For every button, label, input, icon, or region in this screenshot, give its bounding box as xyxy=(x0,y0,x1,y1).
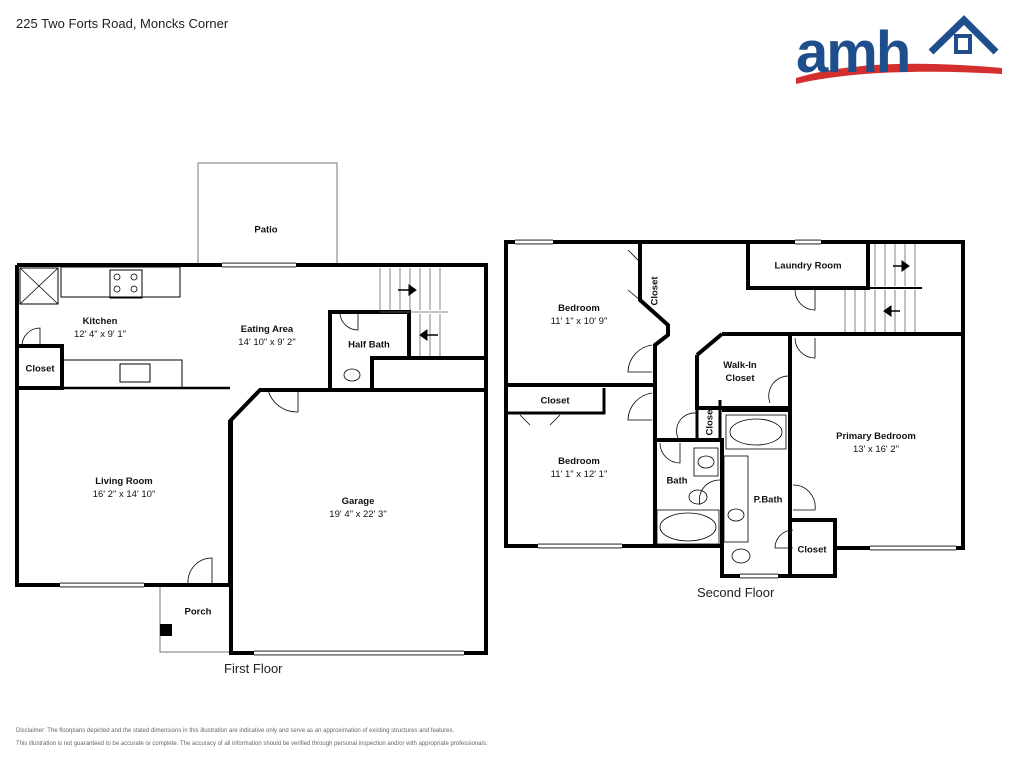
amh-logo: amh xyxy=(796,14,1008,84)
room-laundry: Laundry Room xyxy=(774,260,841,273)
room-patio: Patio xyxy=(254,224,277,237)
room-name: Garage xyxy=(341,496,375,507)
room-living-room: Living Room 16' 2" x 14' 10" xyxy=(93,475,156,501)
room-kitchen: Kitchen 12' 4" x 9' 1" xyxy=(74,315,126,341)
room-porch: Porch xyxy=(185,606,212,619)
room-bedroom-2: Bedroom 11' 1" x 12' 1" xyxy=(551,455,608,481)
room-dimensions: 16' 2" x 14' 10" xyxy=(92,489,156,500)
room-closet-1: Closet xyxy=(649,276,661,306)
first-floor-label: First Floor xyxy=(224,661,283,676)
room-p-bath: P.Bath xyxy=(754,494,783,507)
room-bedroom-1: Bedroom 11' 1" x 10' 9" xyxy=(551,302,608,328)
room-name: Half Bath xyxy=(348,339,390,351)
second-floor-label: Second Floor xyxy=(697,585,775,600)
room-name: Porch xyxy=(184,606,212,618)
room-dimensions: 13' x 16' 2" xyxy=(852,444,900,455)
first-floor-plan xyxy=(15,162,488,656)
room-closet: Closet xyxy=(25,363,54,376)
room-dimensions: 19' 4" x 22' 3" xyxy=(329,509,387,520)
room-half-bath: Half Bath xyxy=(348,339,390,352)
room-dimensions: 14' 10" x 9' 2" xyxy=(238,337,296,348)
room-name: Walk-In Closet xyxy=(723,360,757,384)
room-name: Laundry Room xyxy=(774,260,842,272)
room-name: Closet xyxy=(25,363,55,375)
room-dimensions: 11' 1" x 10' 9" xyxy=(550,316,608,327)
logo-text: amh xyxy=(796,20,911,85)
room-garage: Garage 19' 4" x 22' 3" xyxy=(329,495,386,521)
room-name: Closet xyxy=(540,395,570,407)
room-name: Bedroom xyxy=(558,456,600,467)
room-name: Patio xyxy=(254,224,278,236)
room-eating-area: Eating Area 14' 10" x 9' 2" xyxy=(238,323,295,349)
room-walk-in-closet: Walk-In Closet xyxy=(715,359,765,385)
disclaimer-line-2: This illustration is not guaranteed to b… xyxy=(16,741,488,747)
room-name: Closet xyxy=(797,544,827,556)
room-closet-2: Closet xyxy=(540,395,569,408)
room-name: Living Room xyxy=(95,476,153,487)
room-name: Bedroom xyxy=(558,303,600,314)
room-name: P.Bath xyxy=(753,494,783,506)
room-closet-4: Closet xyxy=(797,544,826,557)
room-dimensions: 11' 1" x 12' 1" xyxy=(550,469,608,480)
property-address: 225 Two Forts Road, Moncks Corner xyxy=(16,16,229,31)
second-floor-plan xyxy=(504,239,965,579)
disclaimer-line-1: Disclaimer: The floorplans depicted and … xyxy=(16,728,455,734)
room-name: Bath xyxy=(666,475,688,487)
room-primary-bedroom: Primary Bedroom 13' x 16' 2" xyxy=(836,430,916,456)
house-roof-icon xyxy=(796,15,1002,84)
room-name: Kitchen xyxy=(82,316,118,327)
room-bath: Bath xyxy=(666,475,687,488)
room-closet-3: Closet xyxy=(704,406,716,436)
room-name: Primary Bedroom xyxy=(836,431,916,442)
room-name: Eating Area xyxy=(240,324,294,335)
room-dimensions: 12' 4" x 9' 1" xyxy=(73,329,127,340)
